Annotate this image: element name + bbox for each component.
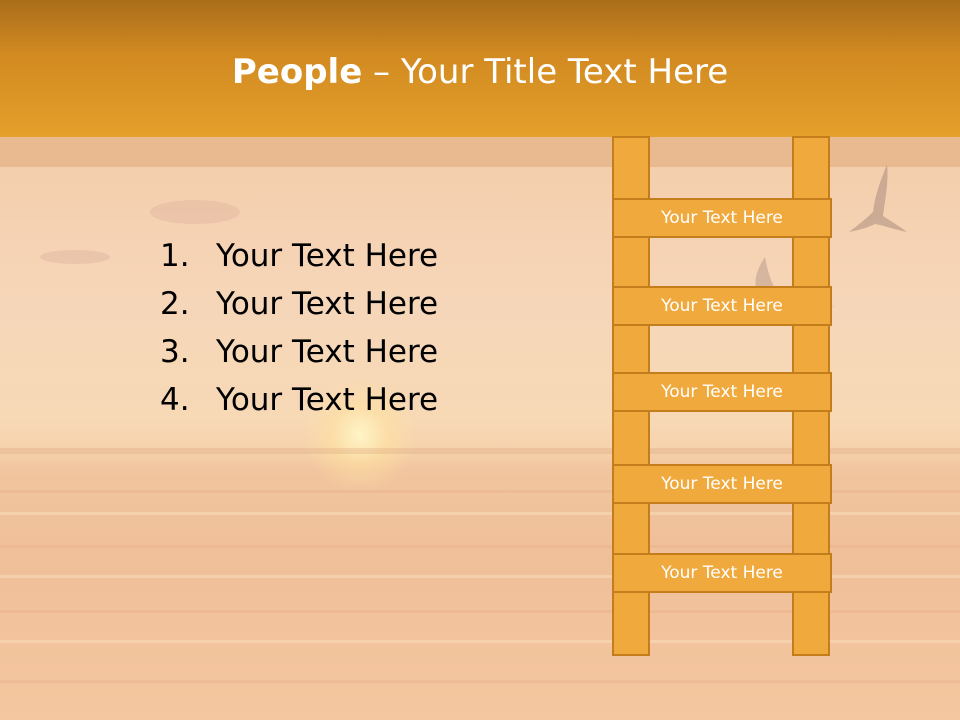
sun bbox=[300, 380, 420, 490]
list-text: Your Text Here bbox=[216, 238, 439, 274]
list-number: 3. bbox=[160, 334, 190, 370]
list-text: Your Text Here bbox=[216, 334, 439, 370]
ladder-rung: Your Text Here bbox=[612, 286, 832, 326]
wave bbox=[0, 640, 960, 643]
wave bbox=[0, 575, 960, 578]
ladder-rung: Your Text Here bbox=[612, 553, 832, 593]
list-number: 1. bbox=[160, 238, 190, 274]
wave bbox=[0, 680, 960, 683]
wave bbox=[0, 490, 960, 493]
title-rest: – Your Title Text Here bbox=[362, 52, 729, 92]
list-number: 4. bbox=[160, 382, 190, 418]
slide-title: People – Your Title Text Here bbox=[0, 52, 960, 92]
wave bbox=[0, 512, 960, 515]
title-bar bbox=[0, 0, 960, 137]
list-text: Your Text Here bbox=[216, 286, 439, 322]
cloud bbox=[150, 200, 240, 224]
list-item: 1. Your Text Here bbox=[160, 232, 438, 280]
ladder-rung: Your Text Here bbox=[612, 464, 832, 504]
cloud bbox=[40, 250, 110, 264]
horizon bbox=[0, 448, 960, 454]
wave bbox=[0, 545, 960, 548]
numbered-list: 1. Your Text Here 2. Your Text Here 3. Your… bbox=[160, 232, 438, 424]
list-number: 2. bbox=[160, 286, 190, 322]
wave bbox=[0, 610, 960, 613]
list-item: 4. Your Text Here bbox=[160, 376, 438, 424]
list-item: 3. Your Text Here bbox=[160, 328, 438, 376]
list-item: 2. Your Text Here bbox=[160, 280, 438, 328]
title-bold: People bbox=[231, 52, 363, 92]
list-text: Your Text Here bbox=[216, 382, 439, 418]
ladder-rung: Your Text Here bbox=[612, 372, 832, 412]
ladder-rung: Your Text Here bbox=[612, 198, 832, 238]
seagull-icon bbox=[849, 164, 907, 232]
